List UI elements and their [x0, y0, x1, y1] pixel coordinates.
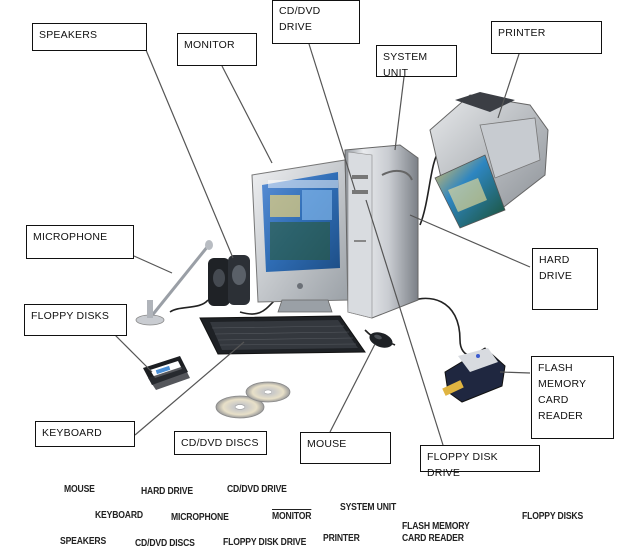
label-cd-dvd-drive-line1: CD/DVD	[279, 5, 321, 17]
word-monitor: MONITOR	[272, 510, 312, 522]
mouse-drawing	[369, 332, 393, 348]
speakers-drawing	[208, 255, 250, 306]
label-floppy-disk-drive: FLOPPY DISK DRIVE	[420, 445, 540, 479]
label-flash-line3: CARD	[538, 394, 569, 406]
word-speakers: SPEAKERS	[60, 535, 107, 547]
word-printer: PRINTER	[323, 532, 360, 544]
label-hard-drive-line2: DRIVE	[539, 270, 573, 282]
label-keyboard: KEYBOARD	[35, 421, 135, 447]
word-cd-dvd-discs: CD/DVD DISCS	[135, 537, 195, 549]
label-mouse-text: MOUSE	[307, 438, 347, 450]
word-cd-dvd-drive: CD/DVD DRIVE	[227, 483, 287, 495]
label-floppy-disks-text: FLOPPY DISKS	[31, 310, 110, 322]
word-flash-line1: FLASH MEMORY	[402, 520, 470, 532]
label-system-unit: SYSTEM UNIT	[376, 45, 457, 79]
label-monitor: MONITOR	[177, 33, 257, 66]
label-flash-line4: READER	[538, 410, 583, 422]
floppy-disks-drawing	[143, 356, 190, 390]
printer-drawing	[429, 92, 549, 229]
label-speakers: SPEAKERS	[32, 23, 147, 51]
label-microphone-text: MICROPHONE	[33, 231, 108, 243]
cd-dvd-discs-drawing	[215, 381, 291, 419]
label-flash-memory-card-reader: FLASH MEMORY CARD READER	[531, 356, 614, 439]
label-floppy-disks: FLOPPY DISKS	[24, 304, 127, 336]
flash-reader-drawing	[442, 347, 506, 403]
word-floppy-disk-drive: FLOPPY DISK DRIVE	[223, 536, 307, 548]
label-speakers-text: SPEAKERS	[39, 29, 98, 41]
microphone-drawing	[135, 240, 213, 326]
monitor-drawing	[251, 159, 351, 313]
keyboard-drawing	[199, 315, 366, 355]
label-floppy-disk-drive-text: FLOPPY DISK DRIVE	[427, 451, 498, 479]
label-printer: PRINTER	[491, 21, 602, 54]
label-keyboard-text: KEYBOARD	[42, 427, 102, 439]
label-cd-dvd-discs-text: CD/DVD DISCS	[181, 437, 259, 449]
label-hard-drive: HARD DRIVE	[532, 248, 598, 310]
label-microphone: MICROPHONE	[26, 225, 134, 259]
word-keyboard: KEYBOARD	[95, 509, 143, 521]
label-cd-dvd-discs: CD/DVD DISCS	[174, 431, 267, 455]
label-system-unit-text: SYSTEM UNIT	[383, 51, 428, 79]
label-monitor-text: MONITOR	[184, 39, 235, 51]
label-flash-line2: MEMORY	[538, 378, 587, 390]
label-hard-drive-line1: HARD	[539, 254, 570, 266]
word-flash-memory-card-reader: FLASH MEMORY CARD READER	[402, 520, 470, 544]
word-system-unit: SYSTEM UNIT	[340, 501, 397, 513]
label-flash-line1: FLASH	[538, 362, 573, 374]
word-microphone: MICROPHONE	[171, 511, 229, 523]
word-hard-drive: HARD DRIVE	[141, 485, 193, 497]
label-cd-dvd-drive-line2: DRIVE	[279, 21, 313, 33]
system-unit-drawing	[344, 144, 419, 319]
word-floppy-disks: FLOPPY DISKS	[522, 510, 584, 522]
label-cd-dvd-drive: CD/DVD DRIVE	[272, 0, 360, 44]
label-mouse: MOUSE	[300, 432, 391, 464]
word-flash-line2: CARD READER	[402, 532, 464, 544]
label-printer-text: PRINTER	[498, 27, 546, 39]
word-mouse: MOUSE	[64, 483, 95, 495]
pointer-lines	[109, 43, 531, 446]
